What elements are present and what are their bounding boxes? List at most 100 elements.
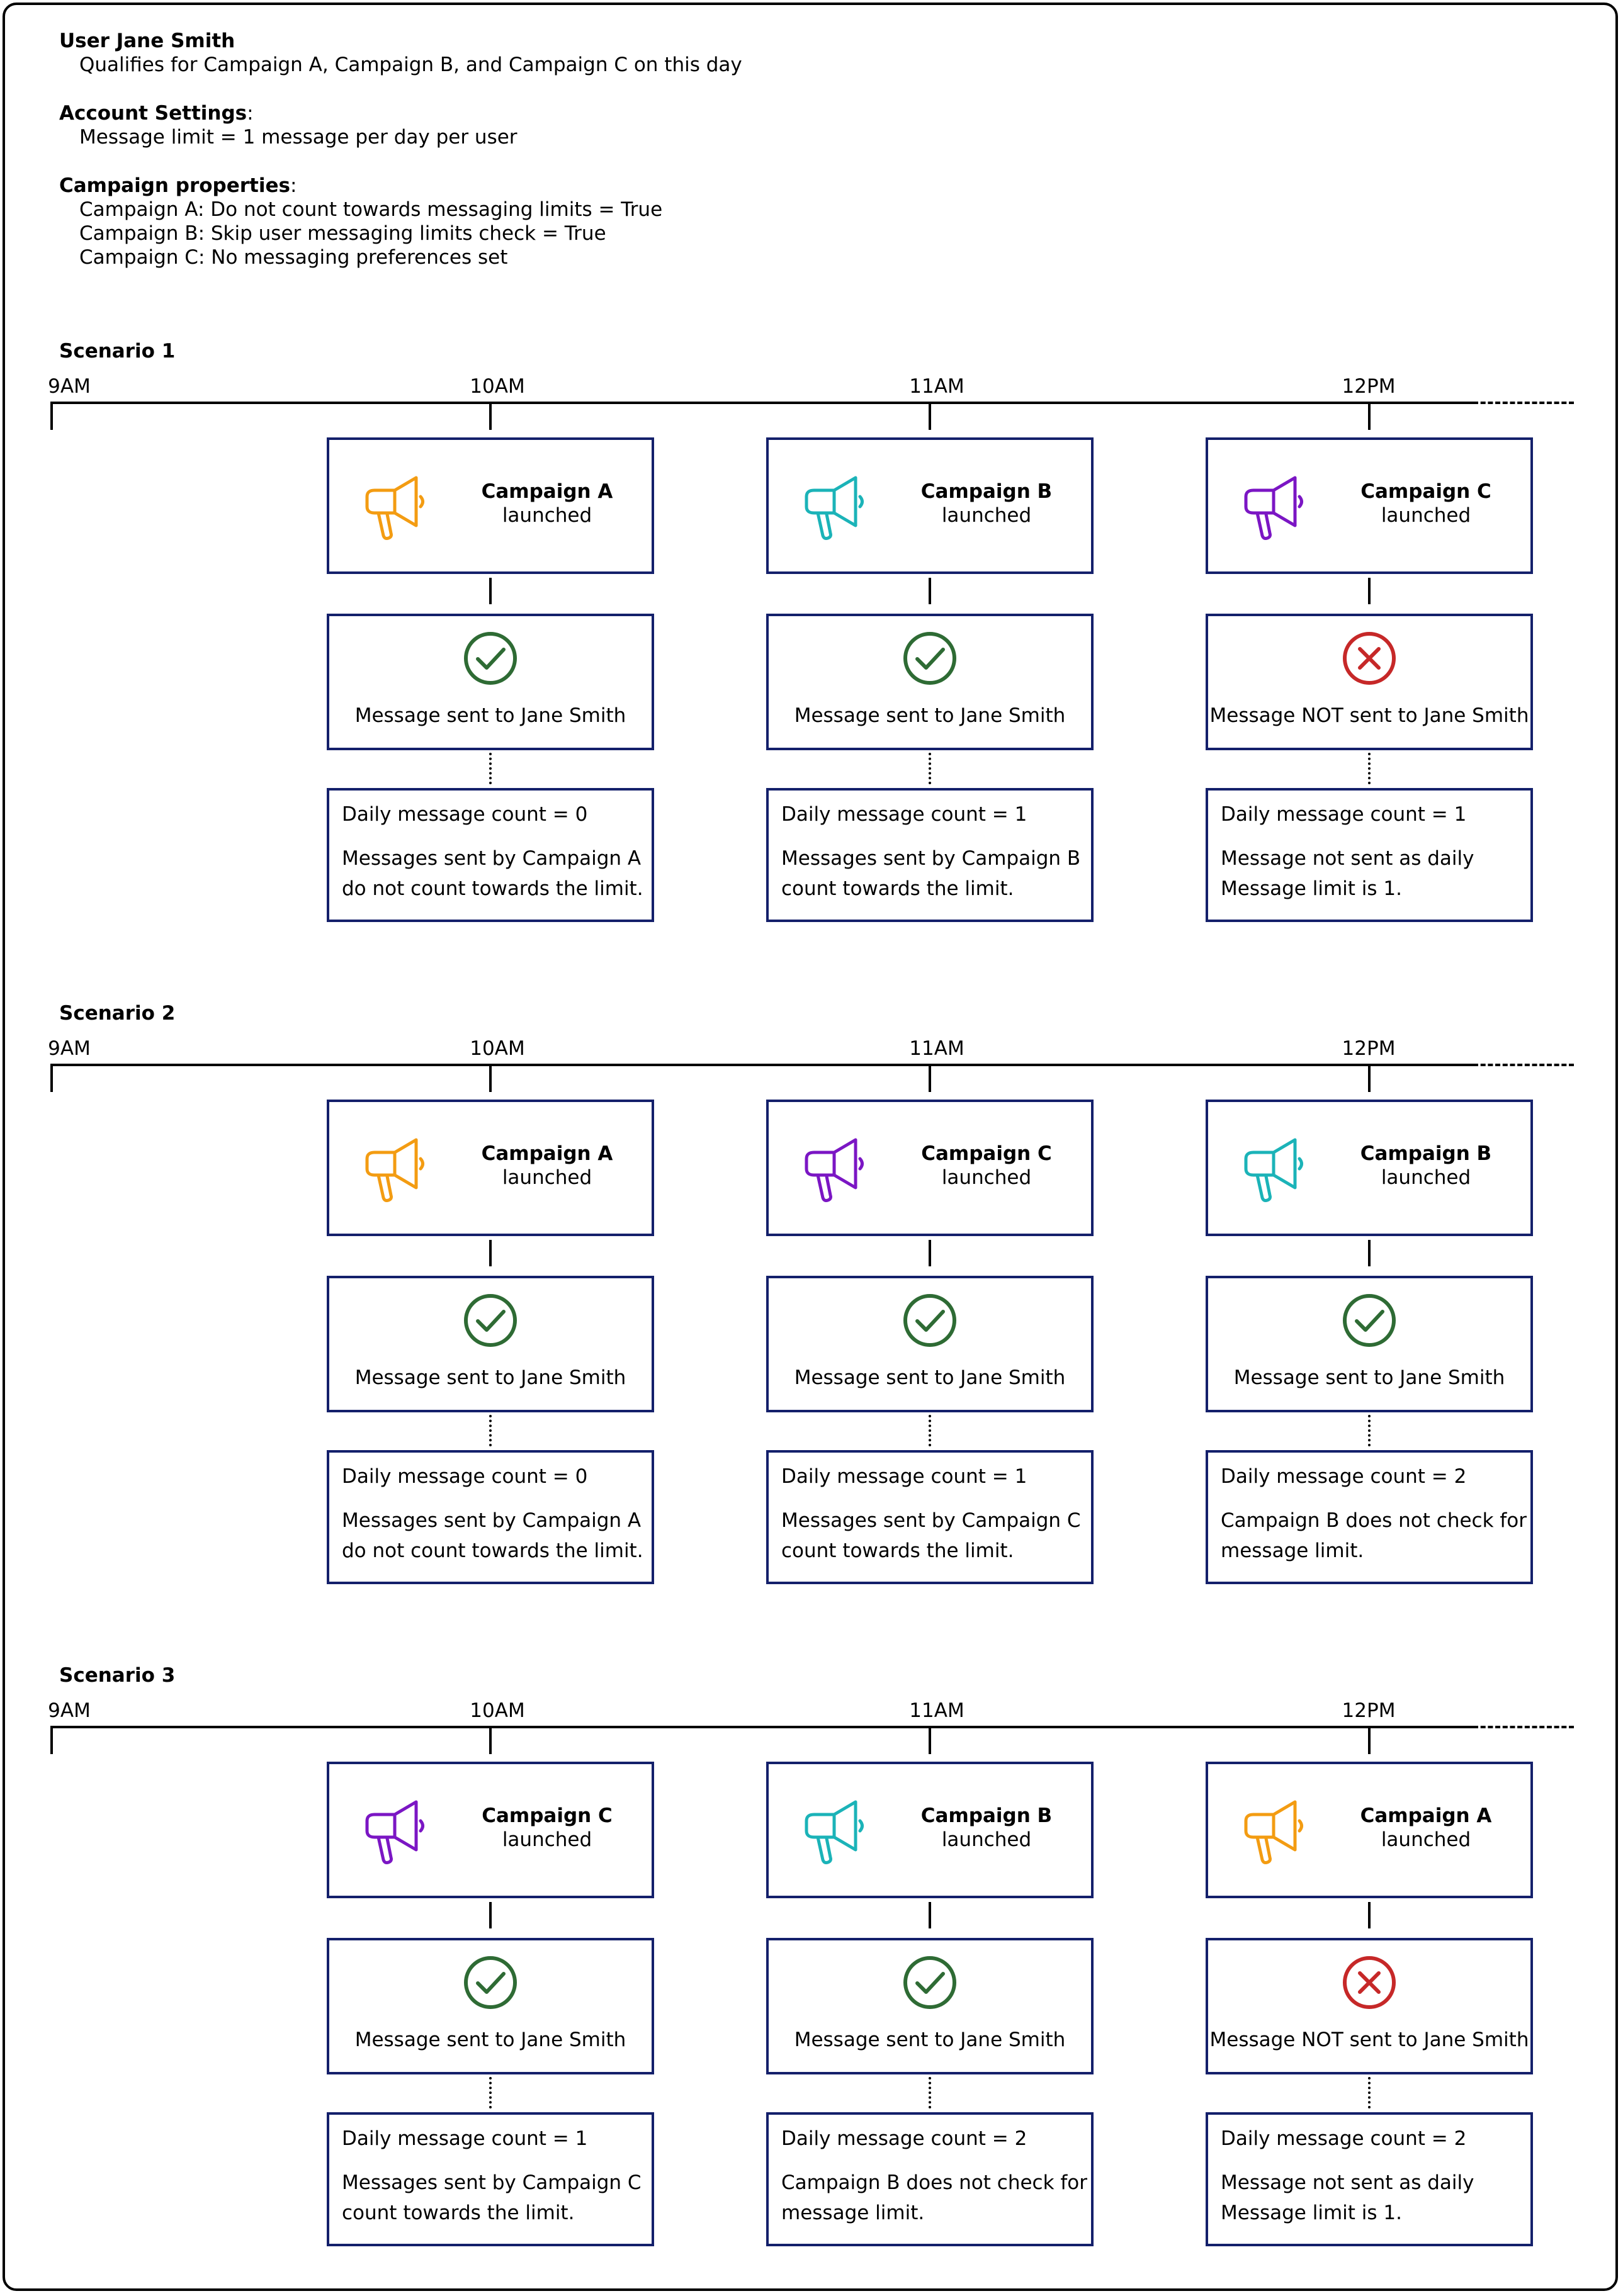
message-result-box: Message sent to Jane Smith: [766, 614, 1094, 750]
check-icon: [464, 1956, 517, 2009]
dotted-connector: [489, 2077, 492, 2108]
campaign-name: Campaign C: [482, 1804, 613, 1827]
note-line: message limit.: [781, 2202, 925, 2224]
user-title: User Jane Smith: [59, 30, 235, 52]
note-line: Campaign B does not check for: [781, 2171, 1088, 2194]
timeline-start-tick: [50, 402, 53, 430]
timeline-continuation: [1473, 1064, 1574, 1066]
daily-count: Daily message count = 2: [1221, 1465, 1467, 1488]
timeline-tick: [929, 1726, 931, 1754]
result-text: Message NOT sent to Jane Smith: [1209, 2029, 1529, 2051]
note-line: count towards the limit.: [781, 1539, 1014, 1562]
connector-line: [1368, 578, 1371, 604]
timeline-start-tick: [50, 1064, 53, 1092]
message-result-box: Message sent to Jane Smith: [1206, 1276, 1533, 1412]
daily-count: Daily message count = 1: [342, 2127, 588, 2150]
message-limit-setting: Message limit = 1 message per day per us…: [79, 126, 517, 149]
message-result-box: Message sent to Jane Smith: [327, 1276, 654, 1412]
user-info: User Jane Smith Qualifies for Campaign A…: [59, 29, 742, 77]
result-text: Message sent to Jane Smith: [354, 1366, 626, 1389]
time-label: 10AM: [470, 375, 525, 398]
result-text: Message sent to Jane Smith: [1233, 1366, 1505, 1389]
check-icon: [903, 632, 956, 685]
message-result-box: Message sent to Jane Smith: [766, 1276, 1094, 1412]
megaphone-icon: [805, 1800, 864, 1864]
launched-label: launched: [1381, 1166, 1471, 1189]
time-label: 10AM: [470, 1037, 525, 1060]
dotted-connector: [1368, 2077, 1371, 2108]
campaign-b-property: Campaign B: Skip user messaging limits c…: [79, 222, 606, 245]
note-line: Message limit is 1.: [1221, 2202, 1402, 2224]
time-label: 11AM: [909, 1037, 964, 1060]
note-line: do not count towards the limit.: [342, 1539, 643, 1562]
message-result-box: Message sent to Jane Smith: [327, 614, 654, 750]
timeline-tick: [489, 402, 492, 430]
connector-line: [929, 1240, 931, 1266]
launched-label: launched: [502, 504, 592, 527]
connector-line: [489, 1902, 492, 1928]
check-icon: [903, 1294, 956, 1347]
megaphone-icon: [1244, 476, 1303, 540]
diagram-header: User Jane Smith Qualifies for Campaign A…: [59, 29, 742, 294]
time-label: 11AM: [909, 375, 964, 398]
note-line: Message limit is 1.: [1221, 877, 1402, 900]
connector-line: [929, 578, 931, 604]
note-explanation: Messages sent by Campaign C count towards…: [781, 1505, 1091, 1566]
timeline-tick: [1368, 1064, 1371, 1092]
note-line: Message not sent as daily: [1221, 2171, 1474, 2194]
daily-count: Daily message count = 0: [342, 803, 588, 826]
message-result-box: Message NOT sent to Jane Smith: [1206, 614, 1533, 750]
megaphone-icon: [805, 476, 864, 540]
campaign-name: Campaign B: [1360, 1142, 1492, 1165]
scenario-title: Scenario 1: [59, 340, 176, 363]
timeline-start-tick: [50, 1726, 53, 1754]
daily-count: Daily message count = 2: [1221, 2127, 1467, 2150]
dotted-connector: [929, 1415, 931, 1446]
dotted-connector: [1368, 1415, 1371, 1446]
message-result-box: Message NOT sent to Jane Smith: [1206, 1938, 1533, 2074]
timeline-tick: [929, 1064, 931, 1092]
timeline-tick: [489, 1064, 492, 1092]
megaphone-icon: [365, 1800, 424, 1864]
time-label: 11AM: [909, 1699, 964, 1722]
time-label: 9AM: [48, 1037, 91, 1060]
campaign-name: Campaign A: [481, 480, 613, 503]
daily-count: Daily message count = 1: [781, 1465, 1027, 1488]
launched-label: launched: [941, 1166, 1032, 1189]
check-icon: [464, 1294, 517, 1347]
timeline-tick: [489, 1726, 492, 1754]
scenario-title: Scenario 2: [59, 1002, 176, 1025]
note-line: Messages sent by Campaign C: [781, 1509, 1081, 1532]
note-line: do not count towards the limit.: [342, 877, 643, 900]
campaign-properties-title: Campaign properties: [59, 174, 290, 197]
timeline-continuation: [1473, 402, 1574, 404]
check-icon: [1343, 1294, 1396, 1347]
check-icon: [903, 1956, 956, 2009]
daily-count: Daily message count = 1: [1221, 803, 1467, 826]
note-line: count towards the limit.: [342, 2202, 575, 2224]
timeline-axis: [50, 402, 1473, 404]
diagram-frame: [3, 3, 1618, 2291]
campaign-properties: Campaign properties: Campaign A: Do not …: [59, 174, 742, 269]
megaphone-icon: [365, 1138, 424, 1202]
dotted-connector: [1368, 753, 1371, 784]
result-text: Message sent to Jane Smith: [354, 2029, 626, 2051]
x-icon: [1343, 1956, 1396, 2009]
result-text: Message sent to Jane Smith: [354, 704, 626, 727]
launched-label: launched: [502, 1166, 592, 1189]
timeline-continuation: [1473, 1726, 1574, 1728]
result-text: Message NOT sent to Jane Smith: [1209, 704, 1529, 727]
